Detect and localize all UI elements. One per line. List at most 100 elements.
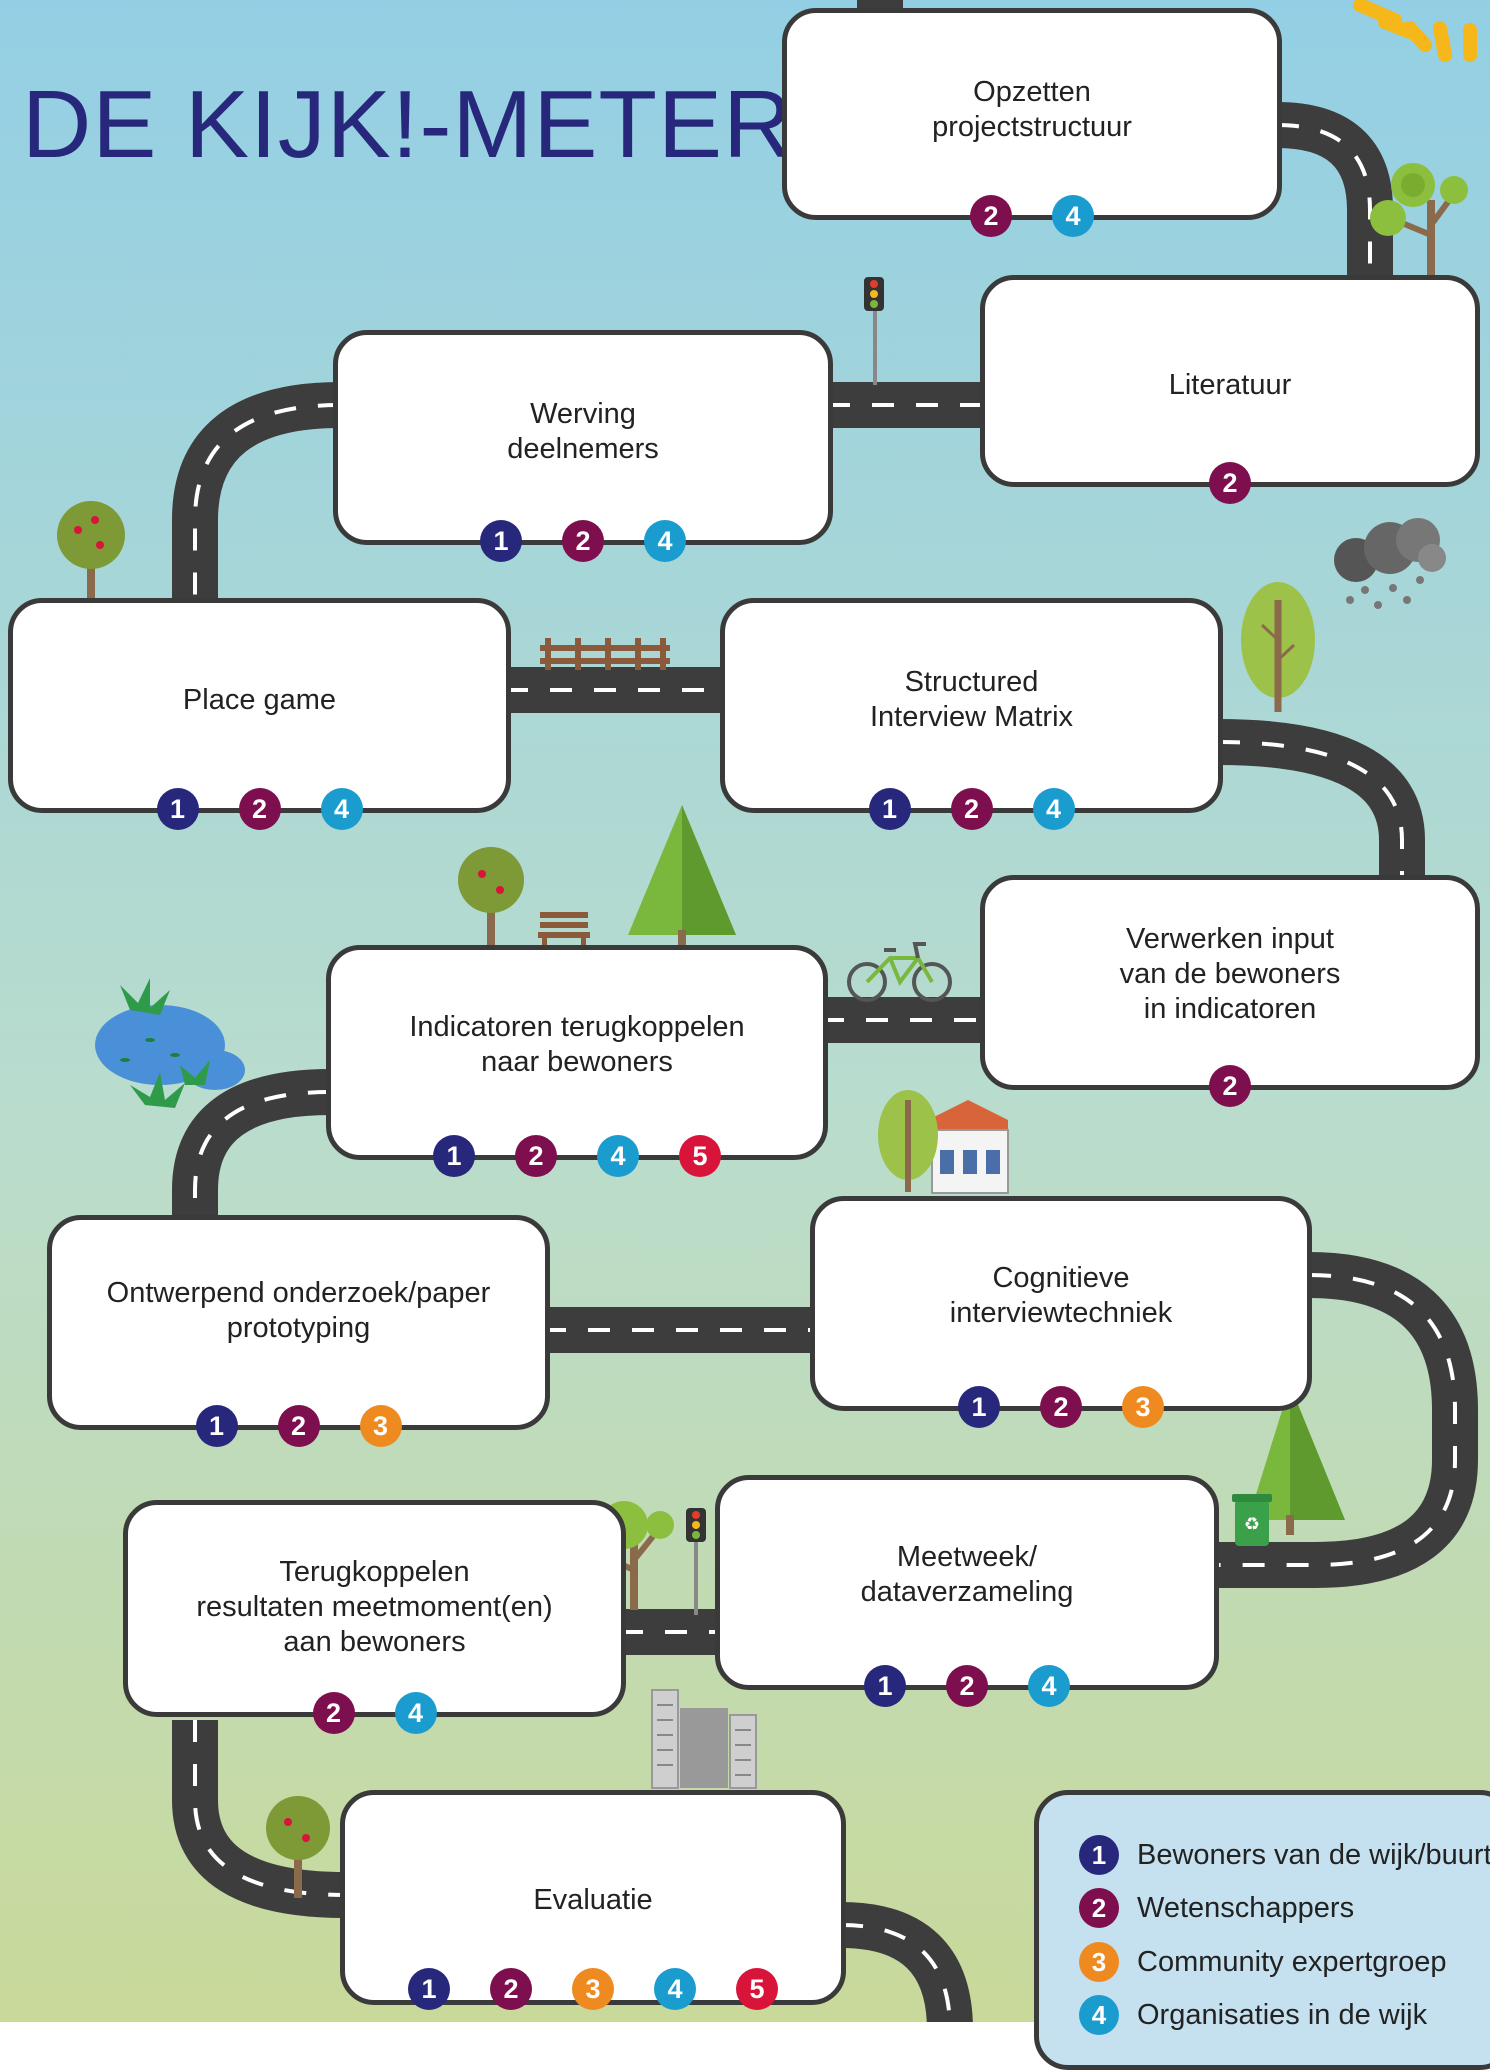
step-badges: 1 2 4 [13, 788, 506, 830]
badge-4: 4 [1032, 788, 1075, 830]
traffic-light-icon [864, 277, 884, 385]
badge-1: 1 [864, 1665, 906, 1707]
tree-icon [57, 501, 125, 602]
badge-4: 4 [1028, 1665, 1070, 1707]
step-label: Literatuur [1168, 369, 1292, 401]
badge-1: 1 [156, 788, 199, 830]
step-badges: 2 4 [128, 1692, 621, 1734]
traffic-light-icon [686, 1508, 706, 1615]
step-label: Werving deelnemers [507, 398, 659, 465]
step-box-place-game: Place game 1 2 4 [8, 598, 511, 830]
legend-label: Bewoners van de wijk/buurt [1137, 1838, 1490, 1871]
badge-2: 2 [515, 1135, 557, 1177]
step-label: Indicatoren terugkoppelen naar bewoners [409, 1011, 745, 1078]
badge-2: 2 [238, 788, 281, 830]
step-box-cognitieve-interviewtechniek: Cognitieve interviewtechniek 1 2 3 [810, 1196, 1312, 1428]
bench-icon [538, 912, 590, 950]
badge-1: 1 [433, 1135, 475, 1177]
legend-badge-2: 2 [1079, 1888, 1119, 1928]
badge-2: 2 [950, 788, 993, 830]
step-badges: 2 4 [787, 195, 1277, 237]
step-label: Opzetten projectstructuur [932, 76, 1132, 143]
tree-icon [458, 847, 524, 945]
house-icon [878, 1090, 1009, 1194]
step-label: Structured Interview Matrix [869, 666, 1074, 733]
legend-item: 2 Wetenschappers [1079, 1888, 1354, 1928]
legend-badge-1: 1 [1079, 1835, 1119, 1875]
step-label: Terugkoppelen resultaten meetmoment(en) … [196, 1556, 553, 1658]
legend-item: 4 Organisaties in de wijk [1079, 1995, 1427, 2035]
step-badges: 2 [985, 1065, 1475, 1107]
badge-5: 5 [679, 1135, 721, 1177]
badge-2: 2 [1209, 1065, 1251, 1107]
step-badges: 1 2 3 4 5 [345, 1968, 841, 2010]
badge-3: 3 [572, 1968, 614, 2010]
step-badges: 1 2 3 [815, 1386, 1307, 1428]
badge-2: 2 [1209, 462, 1251, 504]
badge-2: 2 [312, 1692, 355, 1734]
step-box-meetweek: Meetweek/ dataverzameling 1 2 4 [715, 1475, 1219, 1707]
step-label: Cognitieve interviewtechniek [949, 1262, 1173, 1329]
legend-label: Community expertgroep [1137, 1945, 1447, 1978]
badge-2: 2 [490, 1968, 532, 2010]
step-badges: 1 2 4 5 [331, 1135, 823, 1177]
badge-4: 4 [394, 1692, 437, 1734]
badge-2: 2 [946, 1665, 988, 1707]
step-label: Evaluatie [533, 1884, 653, 1916]
badge-1: 1 [868, 788, 911, 830]
pine-tree-icon [628, 805, 736, 946]
badge-4: 4 [597, 1135, 639, 1177]
road-network [172, 0, 1478, 2022]
step-box-terugkoppelen-resultaten: Terugkoppelen resultaten meetmoment(en) … [123, 1500, 626, 1734]
fence-icon [540, 638, 670, 670]
step-badges: 1 2 4 [720, 1665, 1214, 1707]
step-badges: 2 [985, 462, 1475, 504]
step-badges: 1 2 3 [52, 1405, 545, 1447]
badge-2: 2 [1040, 1386, 1082, 1428]
step-box-ontwerpend-onderzoek: Ontwerpend onderzoek/paper prototyping 1… [47, 1215, 550, 1447]
step-label: Ontwerpend onderzoek/paper prototyping [106, 1277, 491, 1344]
badge-1: 1 [195, 1405, 238, 1447]
pond-icon [95, 978, 245, 1108]
badge-4: 4 [644, 520, 686, 562]
pine-tree-icon [1248, 1385, 1345, 1535]
badge-1: 1 [958, 1386, 1000, 1428]
badge-4: 4 [1052, 195, 1094, 237]
badge-3: 3 [1122, 1386, 1164, 1428]
tree-icon [1370, 163, 1468, 275]
badge-1: 1 [408, 1968, 450, 2010]
legend-badge-3: 3 [1079, 1942, 1119, 1982]
sun-icon [1353, 0, 1477, 62]
rain-cloud-icon [1334, 518, 1446, 609]
step-box-werving-deelnemers: Werving deelnemers 1 2 4 [333, 330, 833, 562]
tree-icon [1241, 582, 1315, 712]
badge-3: 3 [359, 1405, 402, 1447]
badge-5: 5 [736, 1968, 778, 2010]
step-box-indicatoren-terugkoppelen: Indicatoren terugkoppelen naar bewoners … [326, 945, 828, 1177]
legend-label: Wetenschappers [1137, 1891, 1355, 1924]
badge-1: 1 [480, 520, 522, 562]
badge-2: 2 [562, 520, 604, 562]
city-buildings-icon [651, 1689, 757, 1789]
step-box-opzetten-projectstructuur: Opzetten projectstructuur 2 4 [782, 8, 1282, 237]
legend-item: 1 Bewoners van de wijk/buurt [1079, 1835, 1490, 1875]
legend-badge-4: 4 [1079, 1995, 1119, 2035]
step-label: Place game [182, 684, 337, 716]
step-label: Verwerken input van de bewoners in indic… [1119, 923, 1341, 1025]
badge-4: 4 [654, 1968, 696, 2010]
badge-2: 2 [277, 1405, 320, 1447]
step-box-verwerken-input: Verwerken input van de bewoners in indic… [980, 875, 1480, 1107]
tree-icon [266, 1796, 330, 1898]
legend-item: 3 Community expertgroep [1079, 1942, 1446, 1982]
trash-bin-icon: ♻ [1232, 1494, 1272, 1546]
step-badges: 1 2 4 [725, 788, 1218, 830]
step-box-structured-interview-matrix: Structured Interview Matrix 1 2 4 [720, 598, 1223, 830]
step-badges: 1 2 4 [338, 520, 828, 562]
bicycle-icon [847, 942, 952, 1002]
badge-2: 2 [970, 195, 1012, 237]
page-title: DE KIJK!-METER [22, 71, 794, 178]
svg-text:♻: ♻ [1244, 1514, 1260, 1535]
step-box-evaluatie: Evaluatie 1 2 3 4 5 [340, 1790, 846, 2010]
step-label: Meetweek/ dataverzameling [860, 1541, 1074, 1608]
step-box-literatuur: Literatuur 2 [980, 275, 1480, 504]
